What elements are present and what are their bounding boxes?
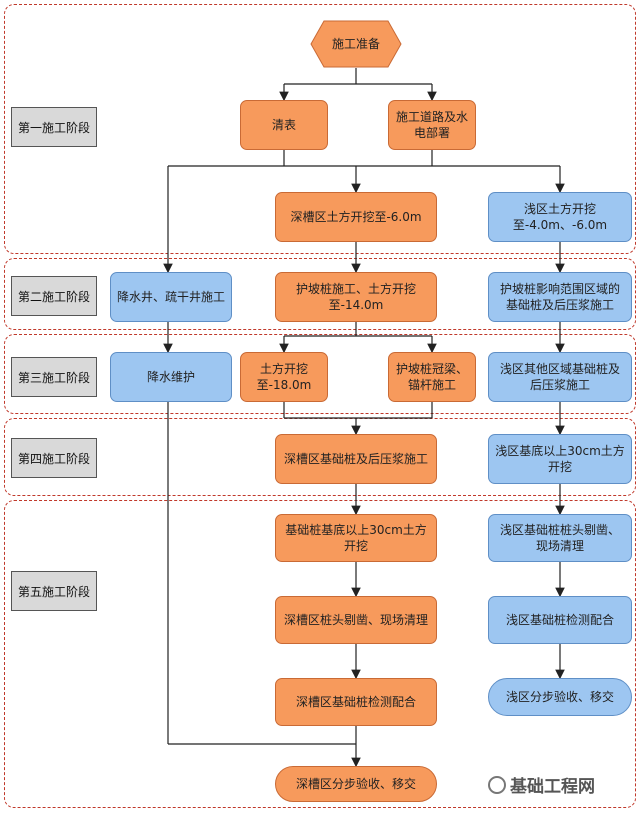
watermark: 基础工程网 xyxy=(488,772,595,797)
shallow-30cm-node: 浅区基底以上30cm土方开挖 xyxy=(488,434,632,484)
stage-1-frame xyxy=(4,4,636,254)
shallow-piles-2-node: 浅区其他区域基础桩及后压浆施工 xyxy=(488,352,632,402)
clear-node: 清表 xyxy=(240,100,328,150)
dewater-wells-node: 降水井、疏干井施工 xyxy=(110,272,232,322)
shallow-excavate-node: 浅区土方开挖至-4.0m、-6.0m xyxy=(488,192,632,242)
deep-excavate-6-node: 深槽区土方开挖至-6.0m xyxy=(275,192,437,242)
deep-piles-node: 深槽区基础桩及后压浆施工 xyxy=(275,434,437,484)
wechat-icon xyxy=(488,775,506,794)
stage-5-label: 第五施工阶段 xyxy=(11,571,97,611)
deep-test-node: 深槽区基础桩检测配合 xyxy=(275,678,437,726)
stage-1-label: 第一施工阶段 xyxy=(11,107,97,147)
roads-node: 施工道路及水电部署 xyxy=(388,100,476,150)
stage-5-frame xyxy=(4,500,636,808)
slope-piles-node: 护坡桩施工、土方开挖至-14.0m xyxy=(275,272,437,322)
start-node-label: 施工准备 xyxy=(331,36,380,51)
stage-2-frame xyxy=(4,258,636,330)
shallow-piles-1-node: 护坡桩影响范围区域的基础桩及后压浆施工 xyxy=(488,272,632,322)
stage-3-label: 第三施工阶段 xyxy=(11,357,97,397)
shallow-pilehead-node: 浅区基础桩桩头剔凿、现场清理 xyxy=(488,514,632,562)
stage-3-frame xyxy=(4,334,636,414)
deep-pilehead-node: 深槽区桩头剔凿、现场清理 xyxy=(275,596,437,644)
deep-30cm-node: 基础桩基底以上30cm土方开挖 xyxy=(275,514,437,562)
stage-4-label: 第四施工阶段 xyxy=(11,438,97,478)
start-hexagon xyxy=(310,20,402,68)
cap-beam-node: 护坡桩冠梁、锚杆施工 xyxy=(388,352,476,402)
watermark-text: 基础工程网 xyxy=(510,777,595,797)
shallow-accept-node: 浅区分步验收、移交 xyxy=(488,678,632,716)
shallow-test-node: 浅区基础桩检测配合 xyxy=(488,596,632,644)
excavate-18-node: 土方开挖至-18.0m xyxy=(240,352,328,402)
dewater-maint-node: 降水维护 xyxy=(110,352,232,402)
stage-2-label: 第二施工阶段 xyxy=(11,276,97,316)
deep-accept-node: 深槽区分步验收、移交 xyxy=(275,766,437,802)
